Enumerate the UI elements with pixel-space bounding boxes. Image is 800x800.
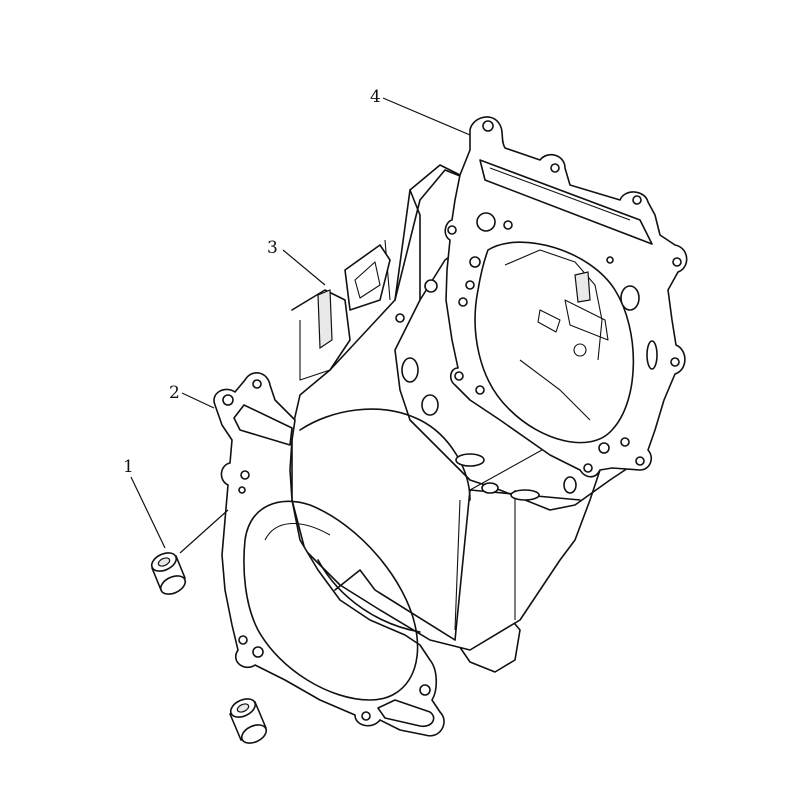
- callout-3: 3: [267, 238, 278, 258]
- leader-1b: [179, 509, 229, 554]
- leader-3: [282, 249, 326, 286]
- leader-4: [382, 97, 471, 136]
- leader-lines: [130, 97, 471, 554]
- base-gasket: [213, 372, 445, 737]
- callout-1: 1: [123, 457, 134, 477]
- dowel-pin-lower: [229, 698, 268, 744]
- callout-2: 2: [169, 383, 180, 403]
- callout-labels: 1 2 3 4: [123, 87, 381, 477]
- leader-2: [181, 392, 215, 409]
- head-gasket: [444, 116, 688, 478]
- dowel-pin-upper: [150, 552, 187, 595]
- callout-4: 4: [370, 87, 381, 107]
- block-face: [395, 279, 577, 501]
- leader-1: [130, 476, 166, 549]
